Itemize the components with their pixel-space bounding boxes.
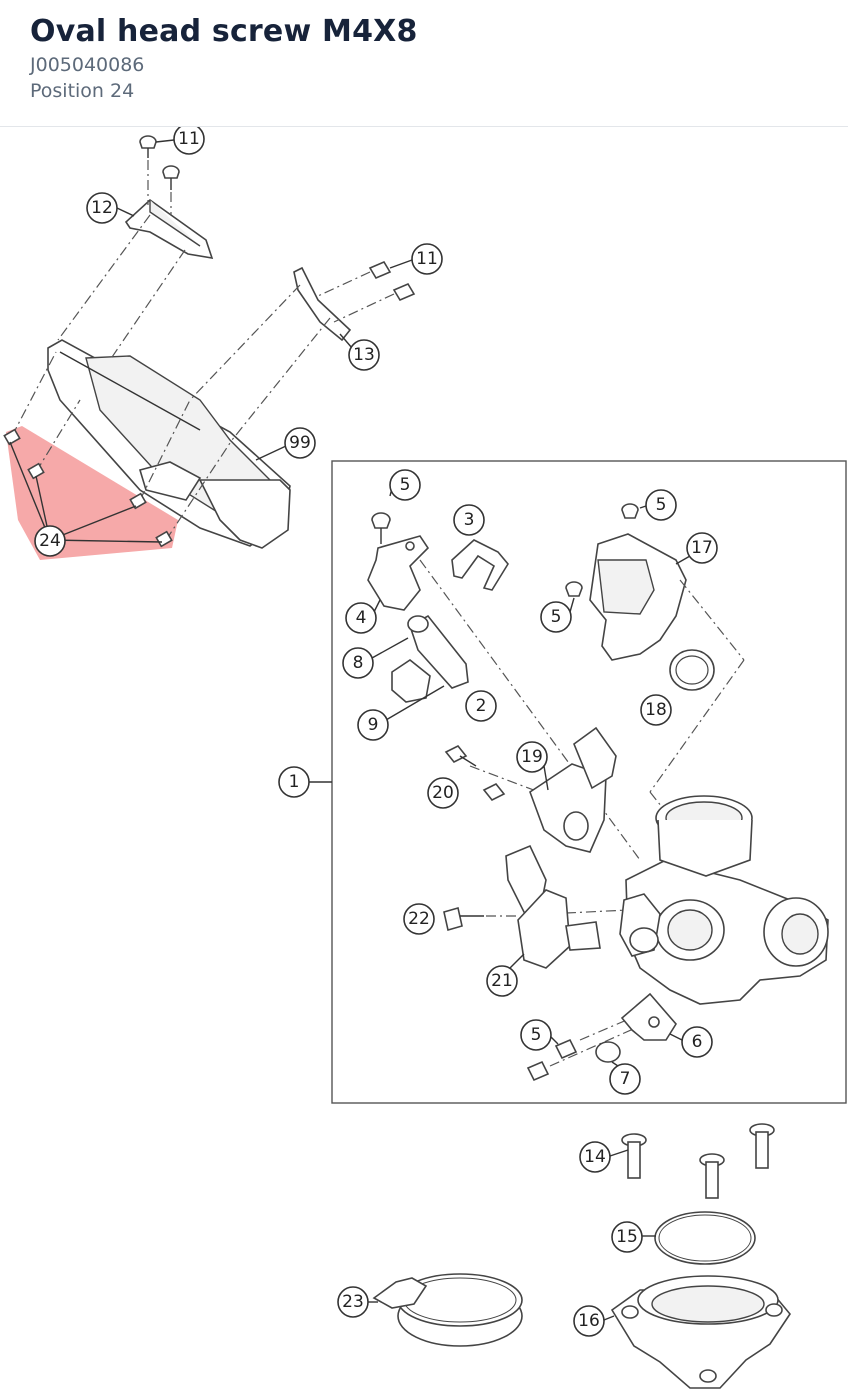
svg-text:23: 23 bbox=[342, 1292, 364, 1312]
svg-text:99: 99 bbox=[289, 433, 311, 453]
screws-5-lower[interactable] bbox=[526, 1038, 578, 1082]
svg-text:5: 5 bbox=[551, 607, 562, 627]
part-number: J005040086 bbox=[30, 54, 145, 76]
callout-16[interactable]: 16 bbox=[573, 1305, 615, 1337]
callout-99[interactable]: 99 bbox=[255, 427, 316, 461]
callout-9[interactable]: 9 bbox=[357, 685, 445, 741]
actuator-17[interactable] bbox=[565, 503, 687, 661]
callout-14[interactable]: 14 bbox=[579, 1141, 629, 1173]
callout-11-top[interactable]: 11 bbox=[155, 127, 205, 155]
svg-text:4: 4 bbox=[356, 608, 367, 628]
callout-1[interactable]: 1 bbox=[278, 766, 310, 798]
bracket-6[interactable] bbox=[620, 992, 677, 1041]
svg-text:16: 16 bbox=[578, 1311, 600, 1331]
svg-text:12: 12 bbox=[91, 198, 113, 218]
bracket-19[interactable] bbox=[444, 726, 617, 853]
callout-7[interactable]: 7 bbox=[609, 1061, 641, 1095]
oval-head-screws-24[interactable] bbox=[3, 428, 173, 548]
exploded-parts-diagram[interactable]: 11 12 11 13 99 24 1 5 3 5 17 4 5 8 2 18 … bbox=[0, 127, 848, 1390]
svg-text:18: 18 bbox=[645, 700, 667, 720]
callout-5-b[interactable]: 5 bbox=[639, 489, 677, 521]
injector-2[interactable] bbox=[391, 614, 469, 703]
part-title: Oval head screw M4X8 bbox=[30, 14, 418, 49]
callout-15[interactable]: 15 bbox=[611, 1221, 656, 1253]
callout-4[interactable]: 4 bbox=[345, 599, 381, 634]
clamp-23[interactable] bbox=[372, 1273, 523, 1347]
svg-text:5: 5 bbox=[400, 475, 411, 495]
plug-7[interactable] bbox=[595, 1041, 621, 1063]
sensor-4[interactable] bbox=[367, 512, 430, 611]
callout-17[interactable]: 17 bbox=[675, 532, 718, 565]
svg-text:3: 3 bbox=[464, 510, 475, 530]
svg-text:1: 1 bbox=[289, 772, 300, 792]
svg-text:24: 24 bbox=[39, 531, 61, 551]
callout-21[interactable]: 21 bbox=[486, 953, 525, 997]
svg-text:8: 8 bbox=[353, 653, 364, 673]
svg-text:5: 5 bbox=[531, 1025, 542, 1045]
svg-text:9: 9 bbox=[368, 715, 379, 735]
svg-text:11: 11 bbox=[416, 249, 438, 269]
svg-text:7: 7 bbox=[620, 1069, 631, 1089]
bracket-13[interactable] bbox=[293, 260, 416, 342]
svg-text:14: 14 bbox=[584, 1147, 606, 1167]
callout-5-d[interactable]: 5 bbox=[520, 1019, 559, 1051]
svg-text:17: 17 bbox=[691, 538, 713, 558]
callout-5-c[interactable]: 5 bbox=[540, 597, 575, 633]
svg-text:19: 19 bbox=[521, 747, 543, 767]
callout-13[interactable]: 13 bbox=[339, 333, 380, 371]
bracket-12[interactable] bbox=[124, 135, 214, 260]
callout-8[interactable]: 8 bbox=[342, 637, 409, 679]
svg-text:2: 2 bbox=[476, 696, 487, 716]
part-position: Position 24 bbox=[30, 80, 135, 102]
svg-text:5: 5 bbox=[656, 495, 667, 515]
svg-text:15: 15 bbox=[616, 1227, 638, 1247]
sensor-21[interactable] bbox=[443, 844, 601, 969]
flange-16[interactable] bbox=[610, 1275, 791, 1389]
clip-3[interactable] bbox=[451, 539, 509, 591]
svg-text:11: 11 bbox=[178, 129, 200, 149]
callout-24[interactable]: 24 bbox=[34, 525, 66, 557]
svg-text:6: 6 bbox=[692, 1032, 703, 1052]
svg-text:21: 21 bbox=[491, 971, 513, 991]
callout-2[interactable]: 2 bbox=[465, 690, 497, 722]
svg-text:22: 22 bbox=[408, 909, 430, 929]
o-ring-15[interactable] bbox=[654, 1211, 756, 1265]
callout-18[interactable]: 18 bbox=[640, 694, 672, 726]
callout-20[interactable]: 20 bbox=[427, 777, 459, 809]
callout-3[interactable]: 3 bbox=[453, 504, 485, 536]
screws-14[interactable] bbox=[621, 1123, 775, 1199]
callout-6[interactable]: 6 bbox=[669, 1026, 713, 1058]
svg-text:13: 13 bbox=[353, 345, 375, 365]
callout-22[interactable]: 22 bbox=[403, 903, 435, 935]
throttle-body[interactable] bbox=[619, 795, 829, 1005]
callout-5-a[interactable]: 5 bbox=[389, 469, 421, 501]
part-header: Oval head screw M4X8 J005040086 Position… bbox=[0, 0, 848, 127]
callout-23[interactable]: 23 bbox=[337, 1286, 378, 1318]
svg-text:20: 20 bbox=[432, 783, 454, 803]
callout-11-right[interactable]: 11 bbox=[389, 243, 443, 275]
callout-12[interactable]: 12 bbox=[86, 192, 135, 224]
callout-19[interactable]: 19 bbox=[516, 741, 549, 791]
o-ring-18[interactable] bbox=[669, 649, 715, 691]
